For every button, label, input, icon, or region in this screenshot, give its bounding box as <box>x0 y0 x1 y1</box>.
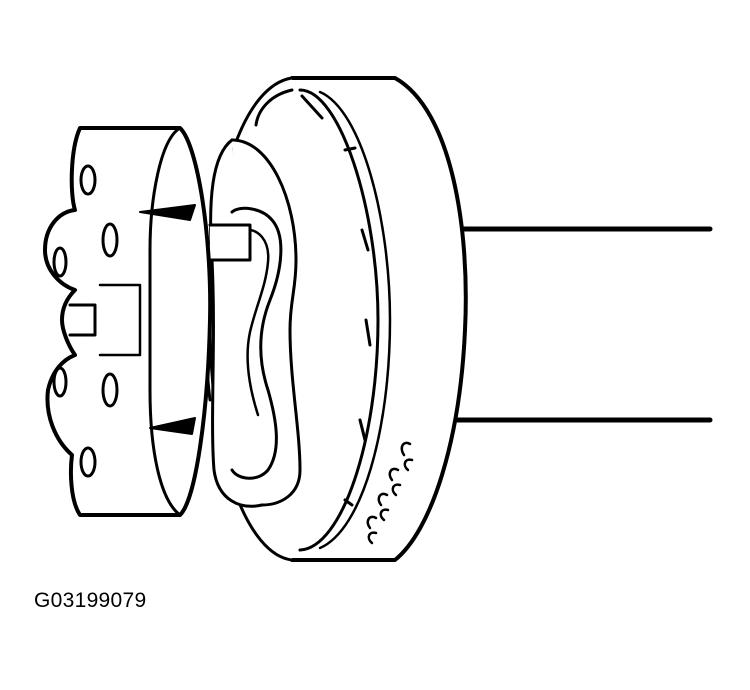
bolt-holes <box>54 166 117 476</box>
clamp-ring <box>206 90 300 506</box>
drive-shaft <box>455 229 710 420</box>
alignment-marks <box>368 443 412 543</box>
figure-id-label: G03199079 <box>34 589 147 612</box>
wedge-mark-top <box>140 205 195 220</box>
flex-coupling <box>45 128 210 515</box>
housing-notches <box>302 96 370 505</box>
wedge-mark-bottom <box>150 418 195 434</box>
